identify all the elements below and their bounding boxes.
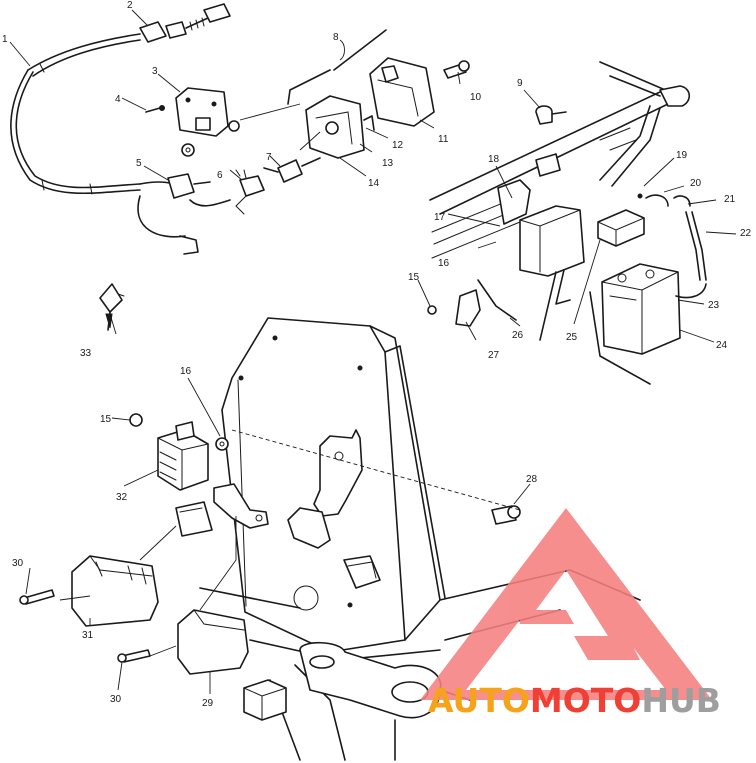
upper-frame-rails: [429, 61, 691, 385]
taillight-housing-part-31: [71, 555, 159, 627]
callout-19: 19: [676, 150, 688, 161]
callout-2: 2: [127, 0, 133, 11]
switch-part-5: [167, 169, 265, 255]
callout-16-upper: 16: [438, 258, 450, 269]
assembly-guide-lines: [59, 103, 521, 657]
callout-3: 3: [152, 66, 158, 77]
callout-28: 28: [526, 474, 538, 485]
callout-23: 23: [708, 300, 720, 311]
logo-triangle-icon: [420, 508, 712, 700]
screw-part-10: [443, 60, 470, 79]
battery-pad-part-25: [597, 209, 645, 247]
bulb-part-33: [99, 283, 125, 331]
callout-24: 24: [716, 340, 728, 351]
callout-11: 11: [438, 134, 449, 145]
callout-27: 27: [488, 350, 500, 361]
callout-15-lower: 15: [100, 414, 112, 425]
callout-21: 21: [724, 194, 736, 205]
clip-part-9: [535, 105, 567, 125]
callout-30-lower: 30: [110, 694, 122, 705]
callout-9: 9: [517, 78, 523, 89]
callout-1: 1: [2, 34, 8, 45]
callout-8: 8: [333, 32, 339, 43]
watermark-logo: [420, 508, 712, 700]
bracket-part-27: [427, 279, 517, 327]
regulator-part-32: [129, 413, 229, 491]
logo-letter-g-icon: [520, 520, 640, 660]
tail-lamp-part-11: [369, 57, 435, 127]
callout-22: 22: [740, 228, 752, 239]
callout-30-upper: 30: [12, 558, 24, 569]
wire-harness: [10, 33, 231, 238]
taillight-housing-part-29: [177, 609, 249, 675]
leader-lines: [9, 9, 737, 694]
callout-20: 20: [690, 178, 702, 189]
callout-25: 25: [566, 332, 578, 343]
callout-29: 29: [202, 698, 214, 709]
callout-32: 32: [116, 492, 128, 503]
callout-numbers: 1 2 3 4 5 6 7 8 9 10 11 12 13 14 15 15 1…: [2, 0, 752, 709]
callout-7: 7: [266, 152, 272, 163]
callout-16-lower: 16: [180, 366, 192, 377]
callout-17: 17: [434, 212, 446, 223]
callout-5: 5: [136, 158, 142, 169]
callout-33: 33: [80, 348, 92, 359]
callout-6: 6: [217, 170, 223, 181]
callout-4: 4: [115, 94, 121, 105]
panel-brackets: [213, 429, 381, 589]
lens-part-lower: [175, 501, 213, 537]
callout-26: 26: [512, 330, 524, 341]
watermark-text-auto: AUTOMOTOHUB: [428, 681, 721, 720]
callout-10: 10: [470, 92, 482, 103]
connector-part-2: [139, 3, 231, 43]
plate-part-3: [145, 87, 240, 157]
callout-13: 13: [382, 158, 394, 169]
callout-14: 14: [368, 178, 380, 189]
callout-31: 31: [82, 630, 94, 641]
callout-15-upper: 15: [408, 272, 420, 283]
callout-18: 18: [488, 154, 500, 165]
battery-part-24: [601, 263, 681, 355]
callout-12: 12: [392, 140, 404, 151]
taillight-bracket: [287, 29, 387, 159]
socket-part-7: [263, 157, 321, 183]
watermark-text: AUTOMOTOHUB: [428, 681, 721, 720]
